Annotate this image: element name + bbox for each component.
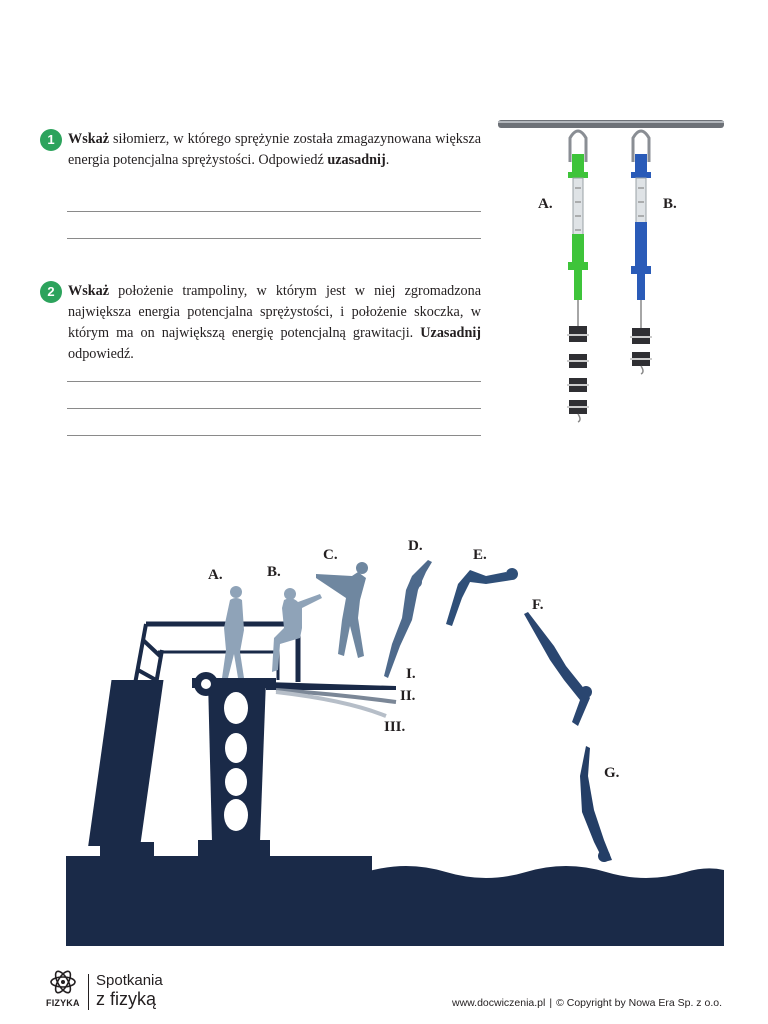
footer-credits: www.docwiczenia.pl|© Copyright by Nowa E… bbox=[452, 997, 722, 1009]
position-label-d: D. bbox=[408, 538, 423, 554]
series-title-line-2: z fizyką bbox=[96, 989, 157, 1009]
atom-logo-icon bbox=[50, 970, 76, 994]
ground-platform bbox=[66, 856, 372, 946]
diver-position-c bbox=[316, 562, 368, 658]
position-label-c: C. bbox=[323, 547, 338, 563]
position-label-e: E. bbox=[473, 547, 487, 563]
task-2-verb-2: Uzasadnij bbox=[420, 325, 481, 341]
answer-line[interactable] bbox=[67, 238, 481, 239]
task-1-verb-2: uzasadnij bbox=[327, 152, 386, 168]
scale-label-b: B. bbox=[663, 196, 677, 212]
brand-divider bbox=[88, 974, 89, 1010]
answer-line[interactable] bbox=[67, 435, 481, 436]
answer-line[interactable] bbox=[67, 381, 481, 382]
scale-label-a: A. bbox=[538, 196, 553, 212]
answer-line[interactable] bbox=[67, 408, 481, 409]
diver-position-e bbox=[446, 568, 518, 626]
spring-scale-a bbox=[567, 129, 589, 423]
diver-position-d bbox=[384, 560, 432, 678]
board-position-1 bbox=[266, 682, 396, 690]
answer-line[interactable] bbox=[67, 211, 481, 212]
task-1: 1 Wskaż siłomierz, w którego sprężynie z… bbox=[40, 129, 481, 171]
task-number-badge: 1 bbox=[40, 129, 62, 151]
position-label-b: B. bbox=[267, 564, 281, 580]
spring-scales-illustration bbox=[498, 120, 724, 423]
water bbox=[366, 866, 724, 946]
diver-position-b bbox=[272, 588, 322, 672]
board-label-3: III. bbox=[384, 719, 406, 735]
website-link[interactable]: www.docwiczenia.pl bbox=[451, 997, 546, 1009]
task-1-verb: Wskaż bbox=[68, 131, 109, 147]
spring-scale-b bbox=[630, 129, 652, 375]
task-2: 2 Wskaż położenie trampoliny, w którym j… bbox=[40, 281, 481, 365]
diving-board-illustration bbox=[66, 560, 724, 946]
footer-separator: | bbox=[549, 997, 553, 1009]
series-title-line-1: Spotkania bbox=[96, 972, 163, 989]
diver-position-g bbox=[580, 746, 612, 862]
task-2-verb: Wskaż bbox=[68, 283, 109, 299]
subject-label: FIZYKA bbox=[46, 998, 80, 1008]
copyright-text: © Copyright by Nowa Era Sp. z o.o. bbox=[556, 997, 722, 1009]
task-number-badge: 2 bbox=[40, 281, 62, 303]
position-label-g: G. bbox=[604, 765, 620, 781]
board-position-3 bbox=[275, 690, 387, 718]
board-position-2 bbox=[275, 688, 397, 704]
task-2-text: Wskaż położenie trampoliny, w którym jes… bbox=[68, 283, 481, 362]
position-label-a: A. bbox=[208, 567, 223, 583]
diver-position-a bbox=[222, 586, 244, 678]
position-label-f: F. bbox=[532, 597, 544, 613]
board-label-1: I. bbox=[406, 666, 416, 682]
task-1-text: Wskaż siłomierz, w którego sprężynie zos… bbox=[68, 131, 481, 168]
diver-position-f bbox=[524, 612, 592, 726]
board-label-2: II. bbox=[400, 688, 416, 704]
